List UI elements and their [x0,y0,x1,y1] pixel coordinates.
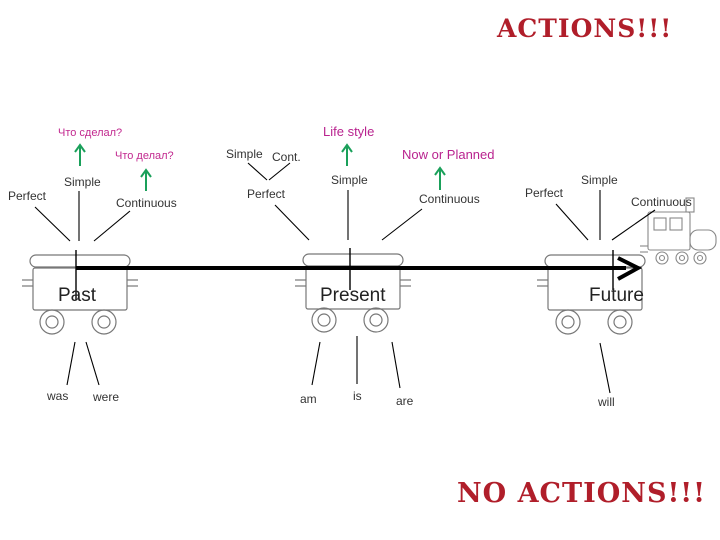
past-be-was: was [47,389,68,403]
past-label: Past [58,285,96,307]
actions-heading: ACTIONS!!! [497,14,672,43]
present-be-is: is [353,389,362,403]
future-continuous-label: Continuous [631,195,692,209]
present-simple-top-label: Simple [226,147,263,161]
past-continuous-arrow-icon [141,170,151,191]
past-be-were: were [93,390,119,404]
past-simple-label: Simple [64,175,101,189]
present-perfect-label: Perfect [247,187,285,201]
present-simple-label: Simple [331,173,368,187]
present-be-are: are [396,394,413,408]
past-continuous-question: Что делал? [115,150,174,162]
present-simple-note: Life style [323,124,374,139]
future-be-will: will [598,395,615,409]
present-continuous-label: Continuous [419,192,480,206]
future-label: Future [589,285,644,307]
past-perfect-label: Perfect [8,189,46,203]
present-simple-arrow-icon [342,145,352,166]
present-be-am: am [300,392,317,406]
future-perfect-label: Perfect [525,186,563,200]
no-actions-heading: NO ACTIONS!!! [457,478,706,509]
past-perfect-question: Что сделал? [58,127,122,139]
present-continuous-arrow-icon [435,168,445,190]
present-label: Present [320,285,385,307]
past-continuous-label: Continuous [116,196,177,210]
past-perfect-arrow-icon [75,145,85,166]
present-continuous-note: Now or Planned [402,147,495,162]
timeline [76,258,638,279]
present-cont-top-label: Cont. [272,150,301,164]
future-simple-label: Simple [581,173,618,187]
